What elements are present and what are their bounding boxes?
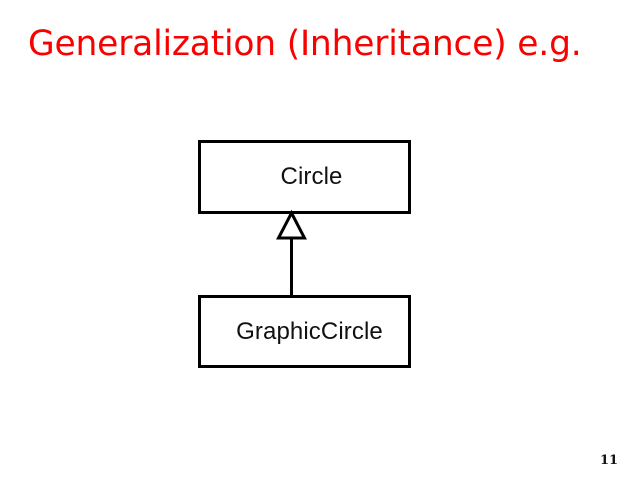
- uml-class-box-graphiccircle[interactable]: GraphicCircle: [198, 295, 411, 368]
- generalization-arrow-icon: [276, 209, 307, 298]
- hollow-triangle-icon: [276, 209, 307, 240]
- uml-class-name-graphiccircle: GraphicCircle: [236, 317, 383, 345]
- uml-class-name-circle: Circle: [280, 163, 343, 190]
- page-title: Generalization (Inheritance) e.g.: [28, 24, 582, 64]
- page-number: 11: [599, 453, 619, 468]
- uml-class-box-circle[interactable]: Circle: [198, 140, 411, 214]
